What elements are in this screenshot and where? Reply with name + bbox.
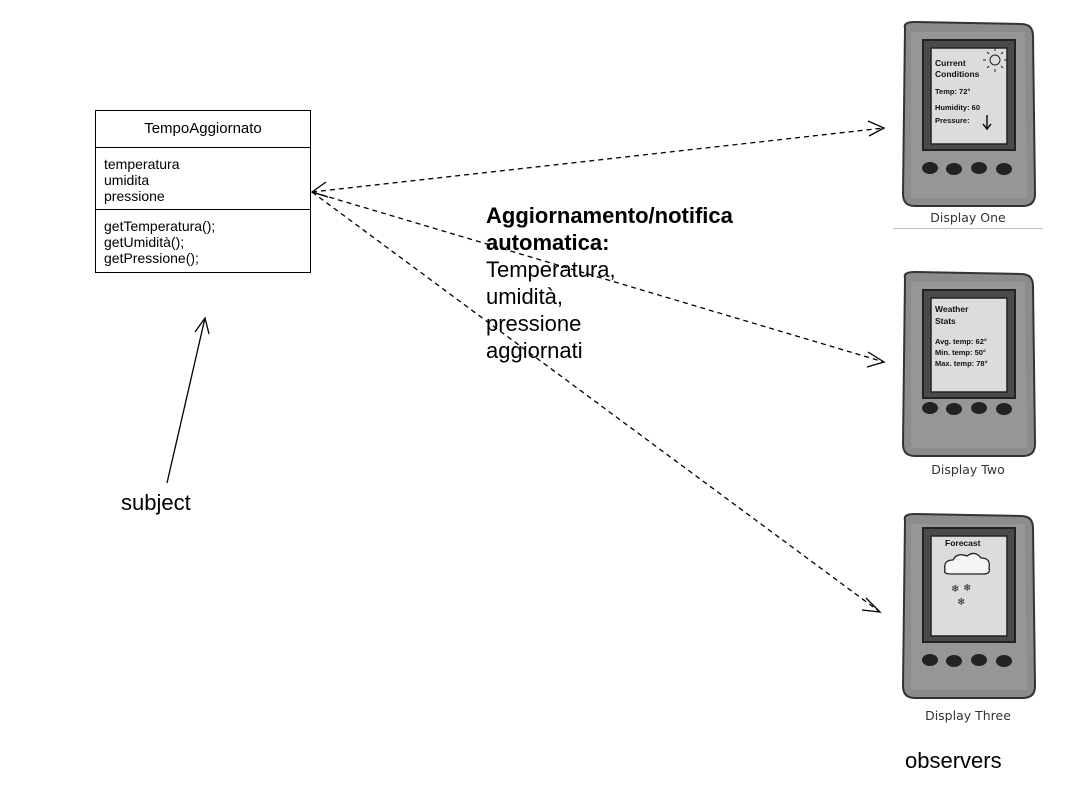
display-three: Forecast ❄ ❄ ❄ Display Three [893, 510, 1043, 730]
notify-arrow-three [311, 191, 881, 613]
device-two-graphic: Weather Stats Avg. temp: 62° Min. temp: … [901, 270, 1037, 457]
class-name: TempoAggiornato [96, 111, 310, 148]
notification-body-line: umidità, [486, 284, 564, 309]
uml-class-box: TempoAggiornato temperatura umidita pres… [95, 110, 311, 273]
display-two: Weather Stats Avg. temp: 62° Min. temp: … [893, 268, 1043, 488]
screen-line: Pressure: [935, 116, 970, 125]
methods-section: getTemperatura(); getUmidità(); getPress… [96, 210, 310, 272]
observers-label: observers [905, 748, 1002, 773]
screen-line: Current [935, 58, 966, 68]
screen-line: Conditions [935, 69, 980, 79]
device-buttons [922, 654, 1012, 667]
screen-line: Humidity: 60 [935, 103, 980, 112]
attribute: pressione [104, 188, 165, 204]
notification-title-line1: Aggiornamento/notifica [486, 203, 733, 228]
subject-arrowhead [194, 316, 210, 335]
attribute: umidita [104, 172, 150, 188]
caption-divider [893, 228, 1043, 229]
screen-line: Avg. temp: 62° [935, 337, 987, 346]
subject-arrow [166, 317, 206, 484]
cloud-snow-icon: ❄ ❄ ❄ [943, 552, 991, 608]
arrowhead-back [310, 181, 329, 198]
screen-line: Weather [935, 304, 969, 314]
display-one: Current Conditions Temp: 72° Humidity: 6… [893, 18, 1043, 229]
display-caption: Display Two [931, 462, 1005, 477]
device-buttons [922, 162, 1012, 175]
notification-note: Aggiornamento/notifica automatica: Tempe… [486, 202, 733, 364]
notify-arrow-one [311, 127, 885, 193]
screen-line: Max. temp: 78° [935, 359, 988, 368]
subject-label: subject [121, 490, 191, 515]
attributes-section: temperatura umidita pressione [96, 148, 310, 210]
down-arrow-icon [982, 115, 992, 131]
display-caption: Display Three [925, 708, 1011, 723]
svg-text:❄: ❄ [957, 597, 965, 608]
attribute: temperatura [104, 156, 180, 172]
method: getPressione(); [104, 250, 199, 266]
screen-line: Stats [935, 316, 956, 326]
arrowhead-three [861, 597, 882, 613]
device-three-graphic: Forecast ❄ ❄ ❄ [901, 512, 1037, 699]
method: getUmidità(); [104, 234, 185, 250]
device-buttons [922, 402, 1012, 415]
screen-line: Temp: 72° [935, 87, 970, 96]
arrowhead-two [866, 351, 886, 368]
method: getTemperatura(); [104, 218, 216, 234]
screen-line: Min. temp: 50° [935, 348, 986, 357]
screen-line: Forecast [945, 538, 981, 548]
notify-arrow-two [311, 191, 885, 363]
notification-body-line: Temperatura, [486, 257, 616, 282]
notification-body-line: aggiornati [486, 338, 583, 363]
notification-title-line2: automatica: [486, 230, 610, 255]
arrowhead-one [867, 120, 886, 137]
display-caption: Display One [930, 210, 1006, 225]
svg-text:❄: ❄ [951, 584, 959, 595]
svg-text:❄: ❄ [963, 583, 971, 594]
sun-icon [983, 48, 1007, 72]
device-one-graphic: Current Conditions Temp: 72° Humidity: 6… [901, 20, 1037, 207]
